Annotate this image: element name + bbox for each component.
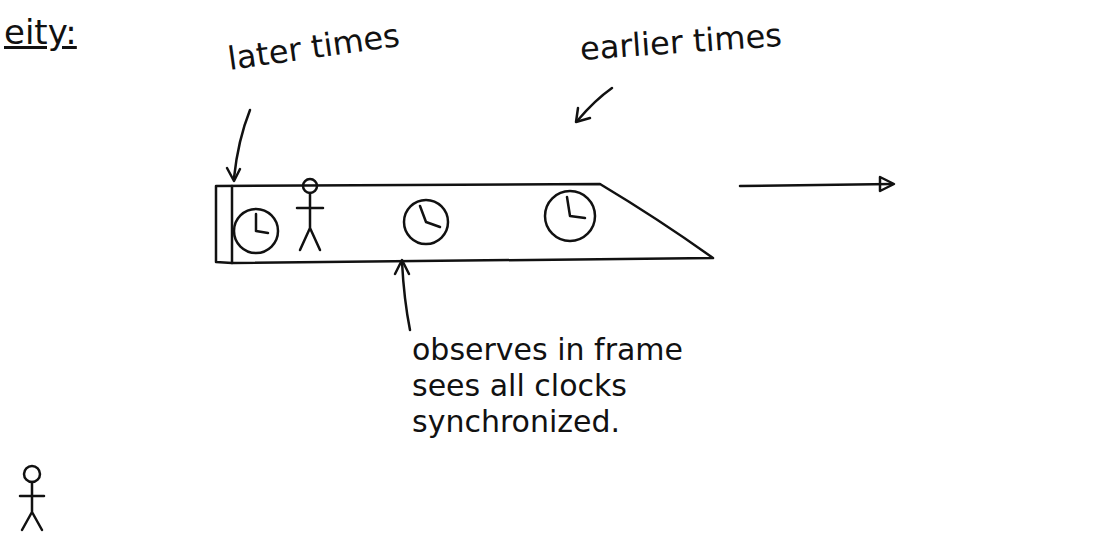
- stick-figure: [297, 179, 323, 250]
- leader-arrow: [227, 110, 250, 181]
- clock: [234, 209, 278, 253]
- leader-arrow: [395, 260, 410, 330]
- leader-arrow: [576, 88, 612, 122]
- heading-fragment: eity:: [4, 12, 77, 53]
- stick-figure: [20, 466, 44, 530]
- clock: [404, 200, 448, 244]
- motion-arrow: [740, 177, 894, 191]
- train-floor-line: [231, 186, 234, 263]
- note-label: earlier times: [579, 16, 783, 68]
- note-label: observes in frame sees all clocks synchr…: [412, 332, 742, 440]
- note-label: later times: [225, 16, 402, 78]
- clock: [545, 191, 595, 241]
- train-car: [216, 184, 713, 263]
